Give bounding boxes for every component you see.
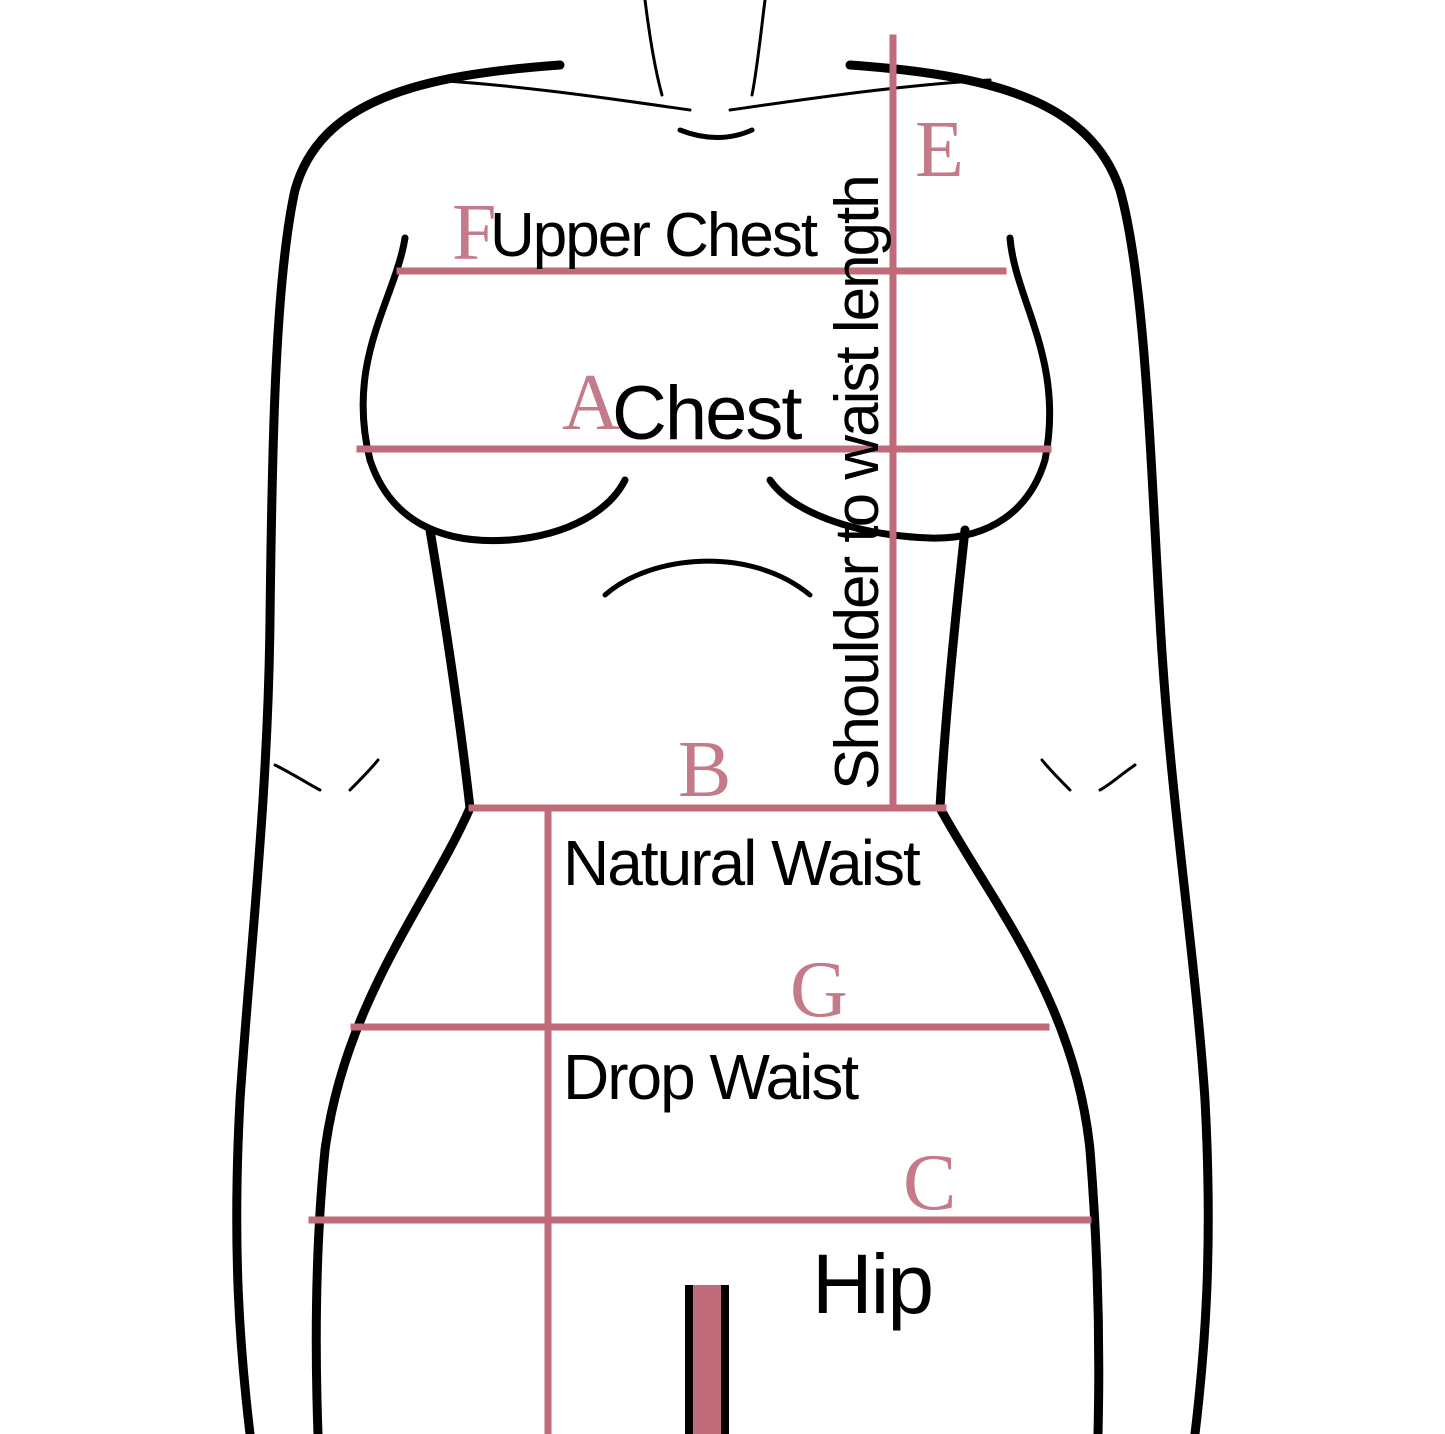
left-elbow-inner: [348, 758, 380, 792]
ribcage-curve: [602, 558, 813, 598]
left-trapezius: [428, 78, 692, 112]
left-torso-side: [311, 525, 475, 1434]
left-shoulder-arm-outer: [232, 60, 565, 1434]
right-trapezius: [728, 78, 992, 112]
inseam-marker: [685, 1285, 729, 1434]
right-breast: [766, 234, 1054, 542]
label-shoulder-to-waist: Shoulder to waist length: [823, 176, 892, 790]
label-drop-waist: Drop Waist: [563, 1041, 859, 1113]
label-natural-waist: Natural Waist: [563, 827, 921, 899]
left-elbow: [273, 763, 322, 792]
letter-b: B: [678, 726, 732, 814]
right-shoulder-arm-outer: [845, 60, 1213, 1434]
label-chest: Chest: [612, 371, 803, 456]
collarbone: [677, 127, 755, 140]
right-elbow: [1098, 763, 1137, 792]
letter-g: G: [790, 946, 848, 1034]
measurement-lines: [308, 34, 1092, 1434]
right-neck: [750, 0, 767, 97]
body-outline: [232, 0, 1213, 1434]
letter-c: C: [903, 1139, 957, 1227]
letter-e: E: [915, 106, 964, 194]
label-hip: Hip: [812, 1237, 934, 1331]
right-torso-side: [935, 525, 1104, 1434]
letter-a: A: [562, 359, 620, 447]
left-breast: [359, 234, 629, 545]
right-elbow-inner: [1040, 758, 1072, 792]
letter-f: F: [452, 189, 497, 277]
label-upper-chest: Upper Chest: [490, 201, 818, 270]
left-neck: [643, 0, 664, 97]
